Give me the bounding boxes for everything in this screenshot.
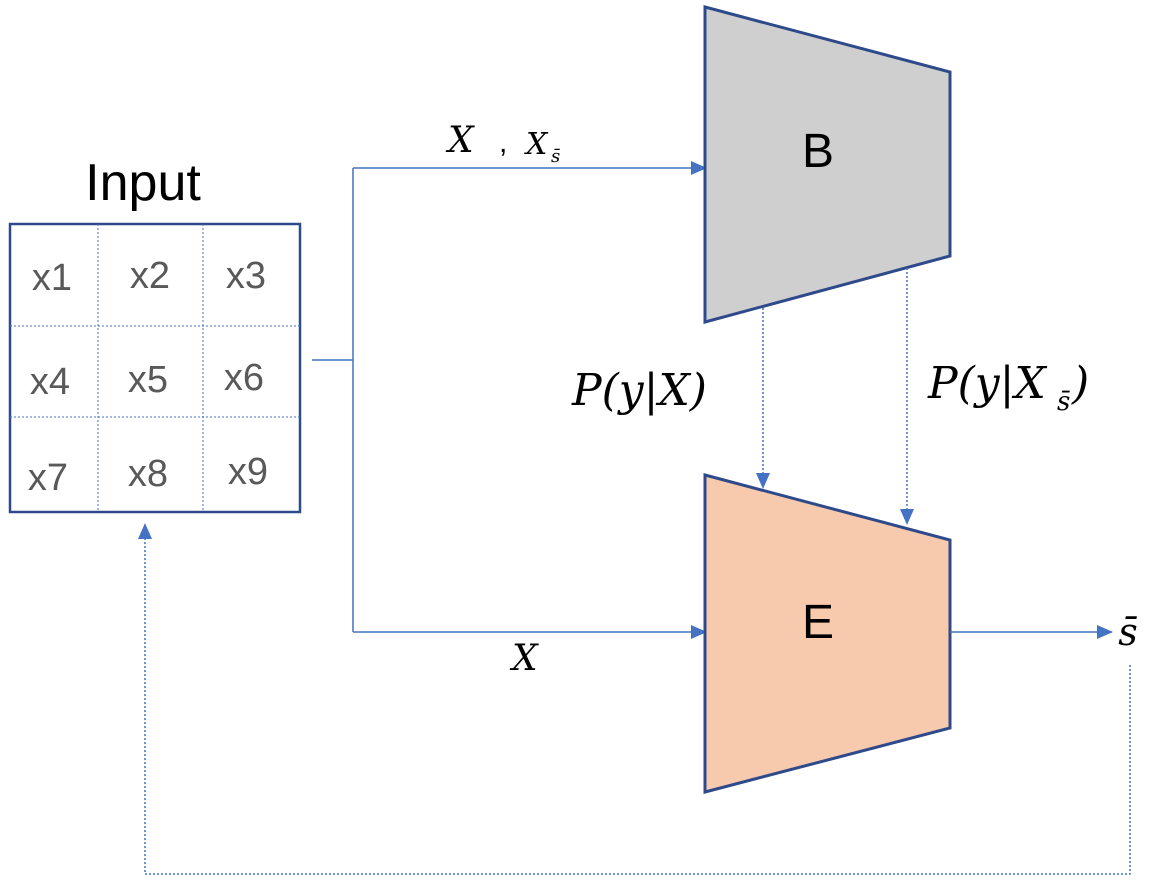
block-b-label: B [802, 125, 834, 178]
prob-label-left: P(y|X) [571, 365, 707, 416]
input-grid-border [8, 222, 302, 514]
input-title: Input [85, 154, 201, 212]
block-e [703, 473, 952, 794]
top-arrow-label: X , X s̄ [445, 120, 560, 167]
prob-label-right-main: P(y|X [927, 358, 1047, 409]
prob-label-right-sub: s̄ [1057, 387, 1071, 417]
prob-label-right: P(y|X s̄ ) [927, 358, 1089, 417]
top-arrow-xs-sub: s̄ [551, 146, 560, 167]
top-arrow-x: X [445, 120, 475, 161]
grid-cell: x3 [226, 255, 266, 297]
grid-cell: x6 [224, 357, 264, 399]
input-grid: x1 x2 x3 x4 x5 x6 x7 x8 x9 [8, 222, 302, 514]
bottom-arrow-label: X [509, 638, 539, 679]
grid-cell: x7 [28, 457, 68, 499]
grid-cell: x1 [32, 257, 72, 299]
prob-label-right-close: ) [1071, 358, 1089, 409]
block-e-label: E [802, 596, 834, 649]
top-arrow-comma: , [499, 126, 507, 159]
feedback-loop-line [138, 523, 1131, 875]
grid-cell: x4 [30, 361, 70, 403]
block-b [703, 5, 952, 324]
top-arrow-xs: X [524, 127, 549, 162]
input-connectors [312, 161, 707, 639]
output-label: s̄ [1118, 610, 1138, 654]
grid-cell: x2 [130, 255, 170, 297]
grid-cell: x5 [128, 359, 168, 401]
grid-cell: x9 [228, 451, 268, 493]
grid-cell: x8 [128, 453, 168, 495]
